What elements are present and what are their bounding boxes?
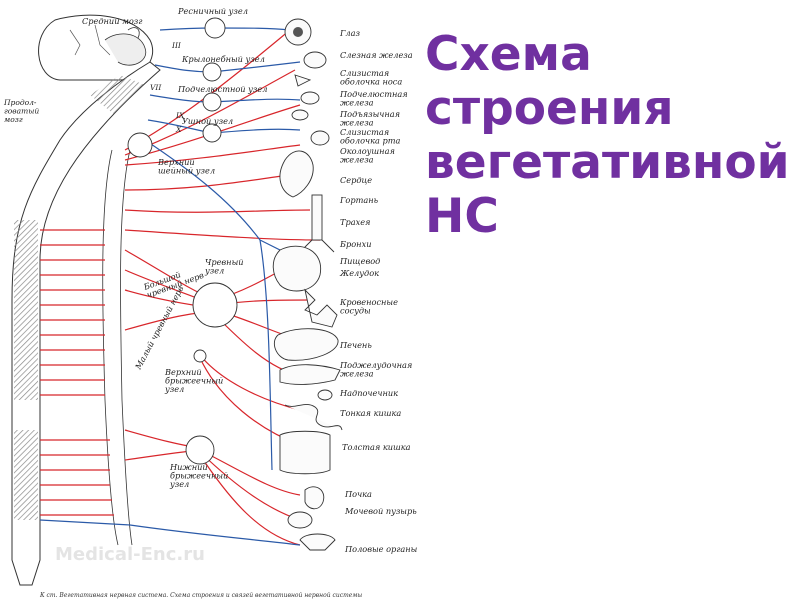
ganglia — [127, 17, 238, 465]
figure-caption: К ст. Вегетативная нервная система. Схем… — [39, 592, 362, 599]
label-organ-0: Глаз — [339, 28, 361, 38]
superior-cervical-ganglion — [127, 132, 153, 158]
label-organ-16: Надпочечник — [339, 388, 398, 398]
label-submandibular-ganglion: Подчелюстной узел — [177, 84, 267, 94]
trachea-organ — [311, 194, 323, 241]
spinal-cord — [11, 61, 161, 586]
celiac-ganglion — [192, 282, 238, 328]
blood-vessels-organ — [304, 288, 338, 328]
label-organ-18: Толстая кишка — [342, 442, 411, 452]
label-organ-8: Гортань — [339, 195, 379, 205]
label-organ-19: Почка — [344, 489, 372, 499]
inferior-mesenteric-ganglion — [185, 435, 215, 465]
label-ciliary-ganglion: Ресничный узел — [177, 6, 248, 16]
title-line-3: вегетативной — [425, 135, 790, 190]
pterygopalatine-ganglion — [202, 62, 222, 82]
label-organ-9: Трахея — [340, 217, 370, 227]
otic-ganglion — [202, 123, 222, 143]
sympathetic-chain — [102, 149, 133, 546]
bladder-organ — [287, 511, 313, 529]
label-organ-14: Печень — [339, 340, 372, 350]
label-otic-ganglion: Ушной узел — [182, 116, 233, 126]
label-organ-20: Мочевой пузырь — [344, 506, 417, 516]
label-cn-ix: IX — [175, 111, 185, 120]
parotid-gland-organ — [310, 130, 330, 146]
label-cn-iii: III — [171, 41, 182, 50]
nasal-mucosa-organ — [294, 74, 312, 87]
label-pterygopalatine-ganglion: Крылонебный узел — [181, 54, 265, 64]
label-organ-1: Слезная железа — [340, 50, 413, 60]
organs — [272, 18, 343, 551]
label-lesser-splanchnic: Малый чревный нерв — [132, 284, 185, 372]
genitals-organ — [299, 533, 336, 551]
label-organ-12: Желудок — [339, 268, 379, 278]
label-organ-21: Половые органы — [344, 544, 418, 554]
small-intestine-organ — [284, 403, 343, 431]
label-midbrain: Средний мозг — [82, 16, 143, 26]
sublingual-gland-organ — [291, 109, 309, 121]
submandibular-gland-organ — [300, 91, 320, 105]
label-cn-x: X — [175, 125, 182, 134]
label-organ-10: Бронхи — [339, 239, 371, 249]
label-organ-7: Сердце — [340, 175, 372, 185]
watermark: Medical-Enc.ru — [55, 544, 205, 565]
label-organ-17: Тонкая кишка — [340, 408, 401, 418]
title-line-2: строения — [425, 81, 674, 136]
adrenal-organ — [317, 389, 333, 401]
heart-organ — [279, 150, 314, 198]
pancreas-organ — [279, 364, 341, 385]
slide-title: Схема строения вегетативной НС — [425, 27, 790, 244]
stomach-organ — [272, 245, 322, 292]
label-organ-11: Пищевод — [339, 256, 380, 266]
large-intestine-organ — [279, 430, 331, 475]
ciliary-ganglion — [204, 17, 226, 39]
title-line-1: Схема — [425, 27, 592, 82]
title-line-4: НС — [425, 189, 499, 244]
lacrimal-gland-organ — [303, 51, 327, 69]
liver-organ — [274, 328, 339, 361]
label-cn-vii: VII — [150, 83, 162, 92]
superior-mesenteric-ganglion — [193, 349, 207, 363]
submandibular-ganglion — [202, 92, 222, 112]
kidney-organ — [304, 486, 325, 510]
